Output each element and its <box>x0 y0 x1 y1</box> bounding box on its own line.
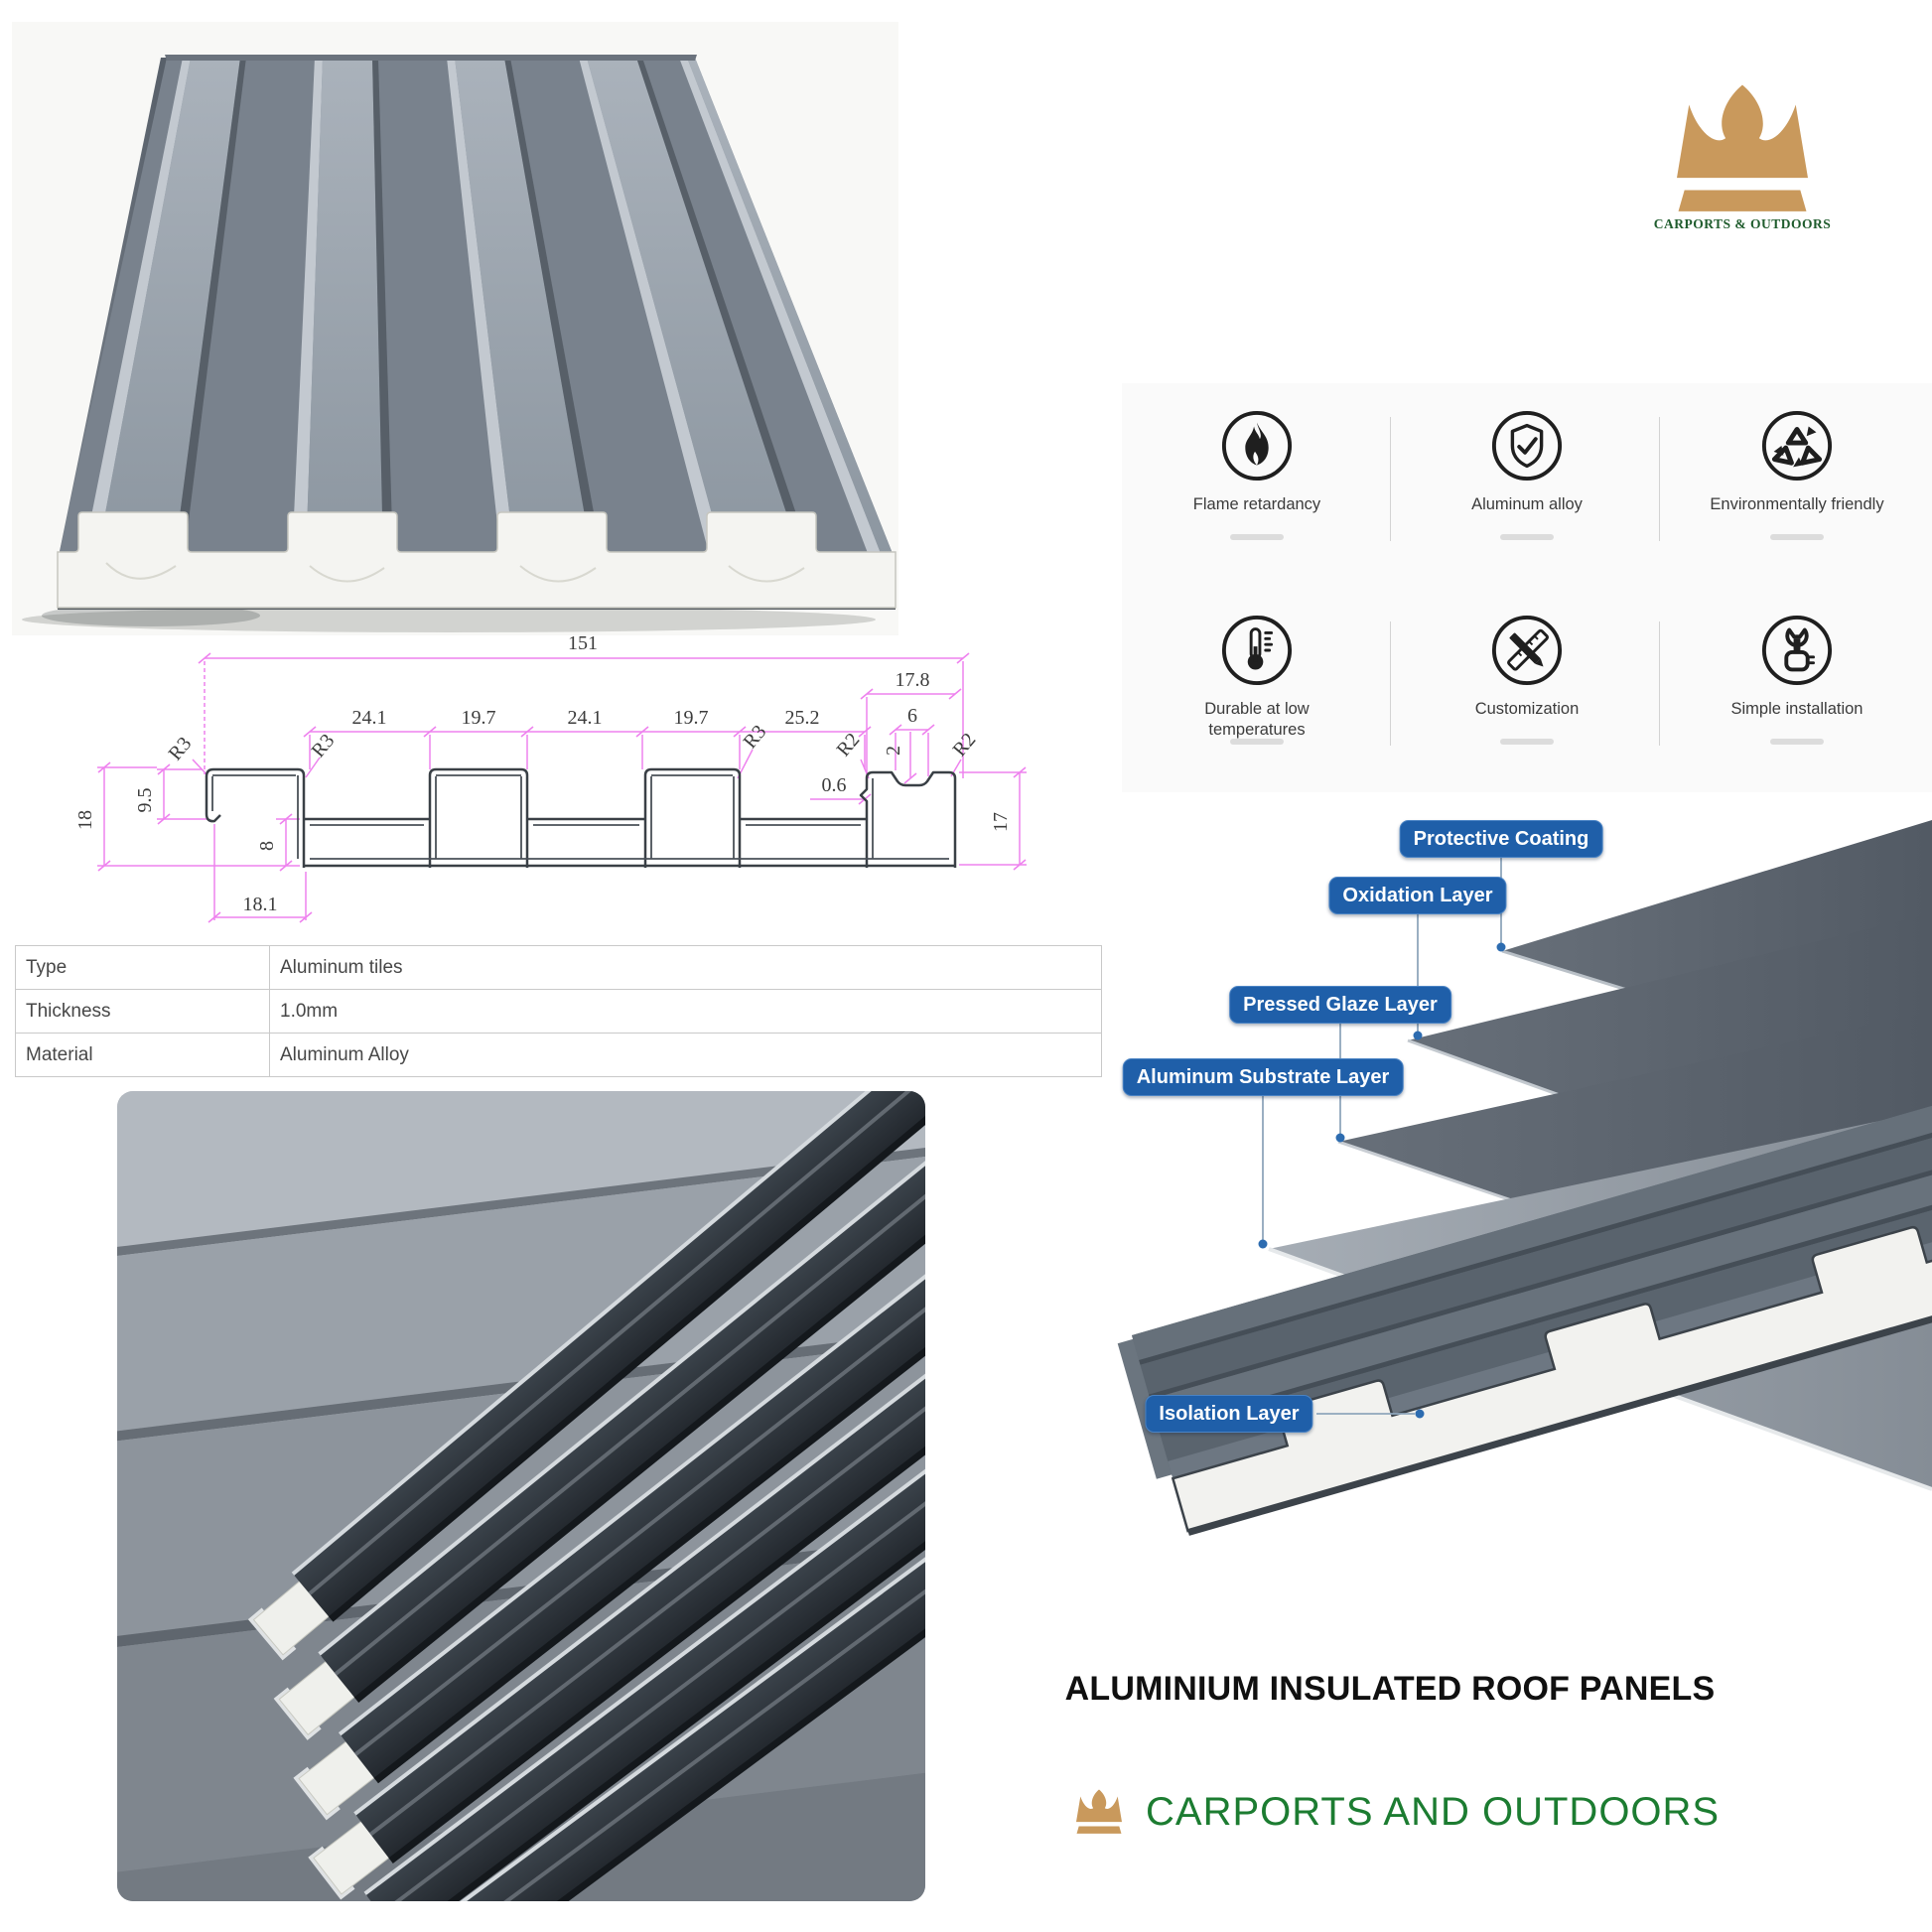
spec-label: Type <box>15 945 270 990</box>
spec-label: Material <box>15 1033 270 1077</box>
divider <box>1390 417 1391 541</box>
crown-icon <box>1076 1789 1122 1834</box>
stacked-panels-photo <box>117 1091 925 1901</box>
layer-badge-pressed-glaze: Pressed Glaze Layer <box>1229 986 1451 1024</box>
dim-radius-r3: R3 <box>307 730 339 761</box>
features-section: Flame retardancy Aluminum alloy Environm… <box>1122 383 1932 792</box>
dim-left-height: 18 <box>74 810 96 830</box>
dim-seg4: 19.7 <box>674 707 709 729</box>
feature-label: Aluminum alloy <box>1471 495 1583 513</box>
dim-shelf-height: 8 <box>256 841 278 851</box>
brand-logo: CARPORTS & OUTDOORS <box>1648 83 1837 232</box>
feature-simple-installation: Simple installation <box>1662 588 1932 792</box>
feature-label: Customization <box>1474 700 1580 718</box>
underline-bar <box>1770 739 1824 745</box>
dim-right-cap: 17.8 <box>896 669 930 691</box>
layer-badge-oxidation: Oxidation Layer <box>1328 877 1507 914</box>
page-title: ALUMINIUM INSULATED ROOF PANELS <box>1064 1670 1716 1708</box>
underline-bar <box>1770 534 1824 540</box>
underline-bar <box>1500 739 1554 745</box>
dim-seg1: 24.1 <box>352 707 387 729</box>
layer-badge-aluminum-substrate: Aluminum Substrate Layer <box>1122 1058 1404 1096</box>
crown-icon <box>1677 84 1808 211</box>
dim-left-inner: 9.5 <box>134 788 156 813</box>
layer-diagram: Protective Coating Oxidation Layer Press… <box>1092 794 1932 1588</box>
divider <box>1659 417 1660 541</box>
feature-flame-retardancy: Flame retardancy <box>1122 383 1392 588</box>
feature-durable-low-temperatures: Durable at low temperatures <box>1122 588 1392 792</box>
divider <box>1659 621 1660 746</box>
dim-radius-r3: R3 <box>739 721 770 753</box>
underline-bar <box>1230 534 1284 540</box>
wrench-hand-icon <box>1761 615 1833 686</box>
dim-notch-width: 6 <box>907 705 917 727</box>
brand-logo-text: CARPORTS & OUTDOORS <box>1653 216 1832 231</box>
dim-overall-width: 151 <box>568 632 598 654</box>
feature-label: Simple installation <box>1730 700 1863 718</box>
spec-label: Thickness <box>15 989 270 1034</box>
dim-notch-depth: 2 <box>883 746 904 756</box>
feature-customization: Customization <box>1392 588 1662 792</box>
feature-label: Durable at low temperatures <box>1204 700 1310 739</box>
table-row: Material Aluminum Alloy <box>15 1033 1102 1077</box>
spec-value: Aluminum tiles <box>269 945 1102 990</box>
underline-bar <box>1230 739 1284 745</box>
thermometer-icon <box>1221 615 1293 686</box>
table-row: Thickness 1.0mm <box>15 989 1102 1034</box>
feature-aluminum-alloy: Aluminum alloy <box>1392 383 1662 588</box>
dim-seg5: 25.2 <box>785 707 820 729</box>
feature-environmentally-friendly: Environmentally friendly <box>1662 383 1932 588</box>
dim-radius-r2: R2 <box>948 729 980 760</box>
dim-radius-r3: R3 <box>164 733 196 764</box>
flame-icon <box>1221 410 1293 482</box>
profile-technical-drawing: 151 17.8 24.1 19.7 24.1 19.7 25.2 6 0.6 … <box>74 632 1027 923</box>
recycle-icon <box>1761 410 1833 482</box>
dim-right-height: 17 <box>990 812 1012 832</box>
spec-table: Type Aluminum tiles Thickness 1.0mm Mate… <box>15 945 1102 1077</box>
divider <box>1390 621 1391 746</box>
underline-bar <box>1500 534 1554 540</box>
roof-panel-photo <box>12 22 898 635</box>
dim-seg2: 19.7 <box>462 707 496 729</box>
brand-name: CARPORTS AND OUTDOORS <box>1146 1789 1721 1834</box>
layer-badge-protective-coating: Protective Coating <box>1399 820 1603 858</box>
feature-label: Flame retardancy <box>1192 495 1321 513</box>
feature-label: Environmentally friendly <box>1710 495 1884 513</box>
brand-line: CARPORTS AND OUTDOORS <box>1072 1789 1720 1835</box>
shield-check-icon <box>1491 410 1563 482</box>
spec-value: 1.0mm <box>269 989 1102 1034</box>
table-row: Type Aluminum tiles <box>15 945 1102 990</box>
spec-value: Aluminum Alloy <box>269 1033 1102 1077</box>
dim-radius-r2: R2 <box>832 729 864 760</box>
layer-diagram-art <box>1117 820 1932 1536</box>
ruler-pencil-icon <box>1491 615 1563 686</box>
layer-badge-isolation: Isolation Layer <box>1145 1395 1313 1433</box>
dim-seg3: 24.1 <box>568 707 603 729</box>
dim-left-offset: 18.1 <box>243 894 278 915</box>
dim-step: 0.6 <box>822 774 847 796</box>
